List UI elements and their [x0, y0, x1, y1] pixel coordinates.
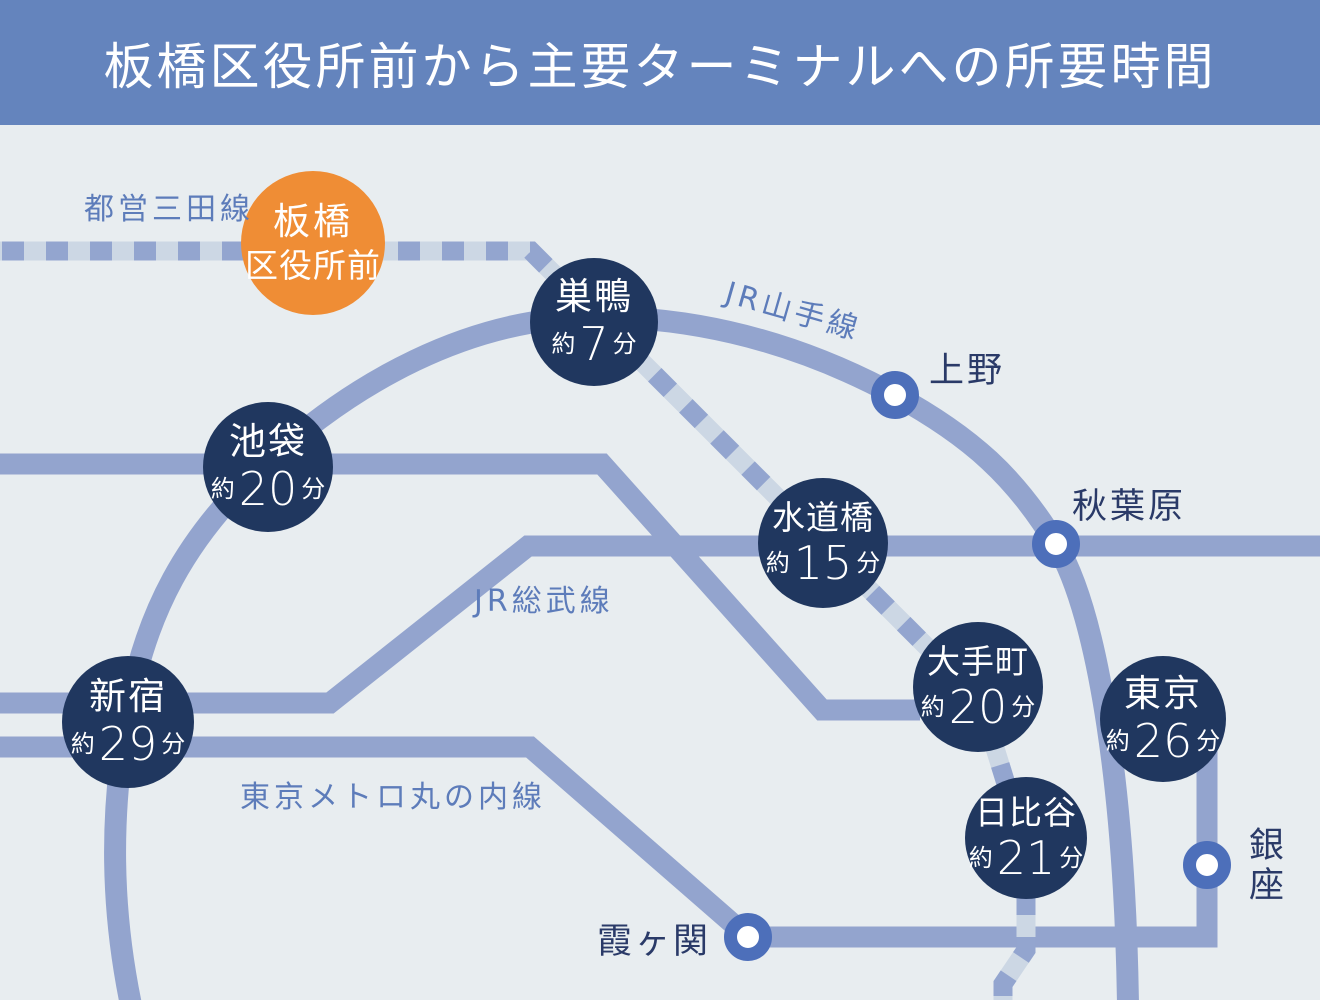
- minutes-unit: 分: [301, 475, 326, 504]
- mita-line-label: 都営三田線: [84, 192, 254, 227]
- travel-time: 約 7 分: [551, 321, 636, 367]
- minutes-value: 15: [793, 536, 853, 591]
- travel-time: 約 29 分: [71, 721, 186, 767]
- origin-station-bubble: 板橋 区役所前: [241, 171, 385, 315]
- origin-station-name-line1: 板橋: [273, 199, 353, 243]
- minutes-unit: 分: [856, 549, 881, 578]
- travel-time: 約 20 分: [211, 466, 326, 512]
- travel-time: 約 21 分: [969, 835, 1084, 881]
- akihabara-station-label: 秋葉原: [1072, 487, 1187, 527]
- station-bubble-otemachi: 大手町 約 20 分: [913, 622, 1043, 752]
- minutes-unit: 分: [161, 730, 186, 759]
- approx-prefix: 約: [920, 693, 945, 722]
- minutes-value: 21: [996, 831, 1056, 886]
- station-bubble-tokyo: 東京 約 26 分: [1100, 656, 1226, 782]
- minutes-unit: 分: [1059, 844, 1084, 873]
- ueno-station-marker: [871, 371, 919, 419]
- approx-prefix: 約: [765, 549, 790, 578]
- akihabara-station-marker: [1032, 520, 1080, 568]
- ginza-station-marker: [1183, 841, 1231, 889]
- station-bubble-ikebukuro: 池袋 約 20 分: [203, 402, 333, 532]
- approx-prefix: 約: [210, 475, 235, 504]
- station-name: 水道橋: [772, 497, 874, 537]
- station-name: 日比谷: [975, 792, 1077, 832]
- ueno-station-label: 上野: [929, 351, 1006, 391]
- ginza-station-label: 銀座: [1243, 826, 1283, 906]
- header-bar: 板橋区役所前から主要ターミナルへの所要時間: [0, 0, 1320, 125]
- minutes-unit: 分: [1011, 693, 1036, 722]
- minutes-value: 29: [98, 717, 158, 772]
- mita-line-dash-path: [0, 241, 1036, 1000]
- minutes-value: 26: [1133, 714, 1193, 769]
- approx-prefix: 約: [551, 330, 576, 359]
- approx-prefix: 約: [1105, 727, 1130, 756]
- minutes-unit: 分: [1196, 727, 1221, 756]
- station-bubble-shinjuku: 新宿 約 29 分: [62, 656, 194, 788]
- travel-time: 約 15 分: [766, 540, 881, 586]
- page-title: 板橋区役所前から主要ターミナルへの所要時間: [103, 37, 1217, 96]
- travel-time: 約 26 分: [1106, 718, 1221, 764]
- approx-prefix: 約: [70, 730, 95, 759]
- station-name: 池袋: [229, 419, 307, 463]
- kasumigaseki-station-marker: [724, 913, 772, 961]
- origin-station-name-line2: 区役所前: [245, 246, 381, 286]
- station-bubble-sugamo: 巣鴨 約 7 分: [530, 258, 658, 386]
- station-bubble-suidobashi: 水道橋 約 15 分: [758, 478, 888, 608]
- minutes-value: 20: [238, 462, 298, 517]
- station-name: 新宿: [89, 674, 167, 718]
- station-name: 巣鴨: [555, 274, 633, 318]
- station-name: 大手町: [927, 641, 1029, 681]
- marunouchi-line-label: 東京メトロ丸の内線: [240, 780, 546, 815]
- kasumigaseki-station-label: 霞ヶ関: [597, 922, 712, 962]
- minutes-value: 7: [579, 317, 609, 372]
- minutes-value: 20: [948, 680, 1008, 735]
- sobu-line-label: JR総武線: [474, 584, 614, 619]
- station-bubble-hibiya: 日比谷 約 21 分: [965, 777, 1087, 899]
- station-name: 東京: [1124, 671, 1202, 715]
- minutes-unit: 分: [612, 330, 637, 359]
- approx-prefix: 約: [968, 844, 993, 873]
- travel-time: 約 20 分: [921, 684, 1036, 730]
